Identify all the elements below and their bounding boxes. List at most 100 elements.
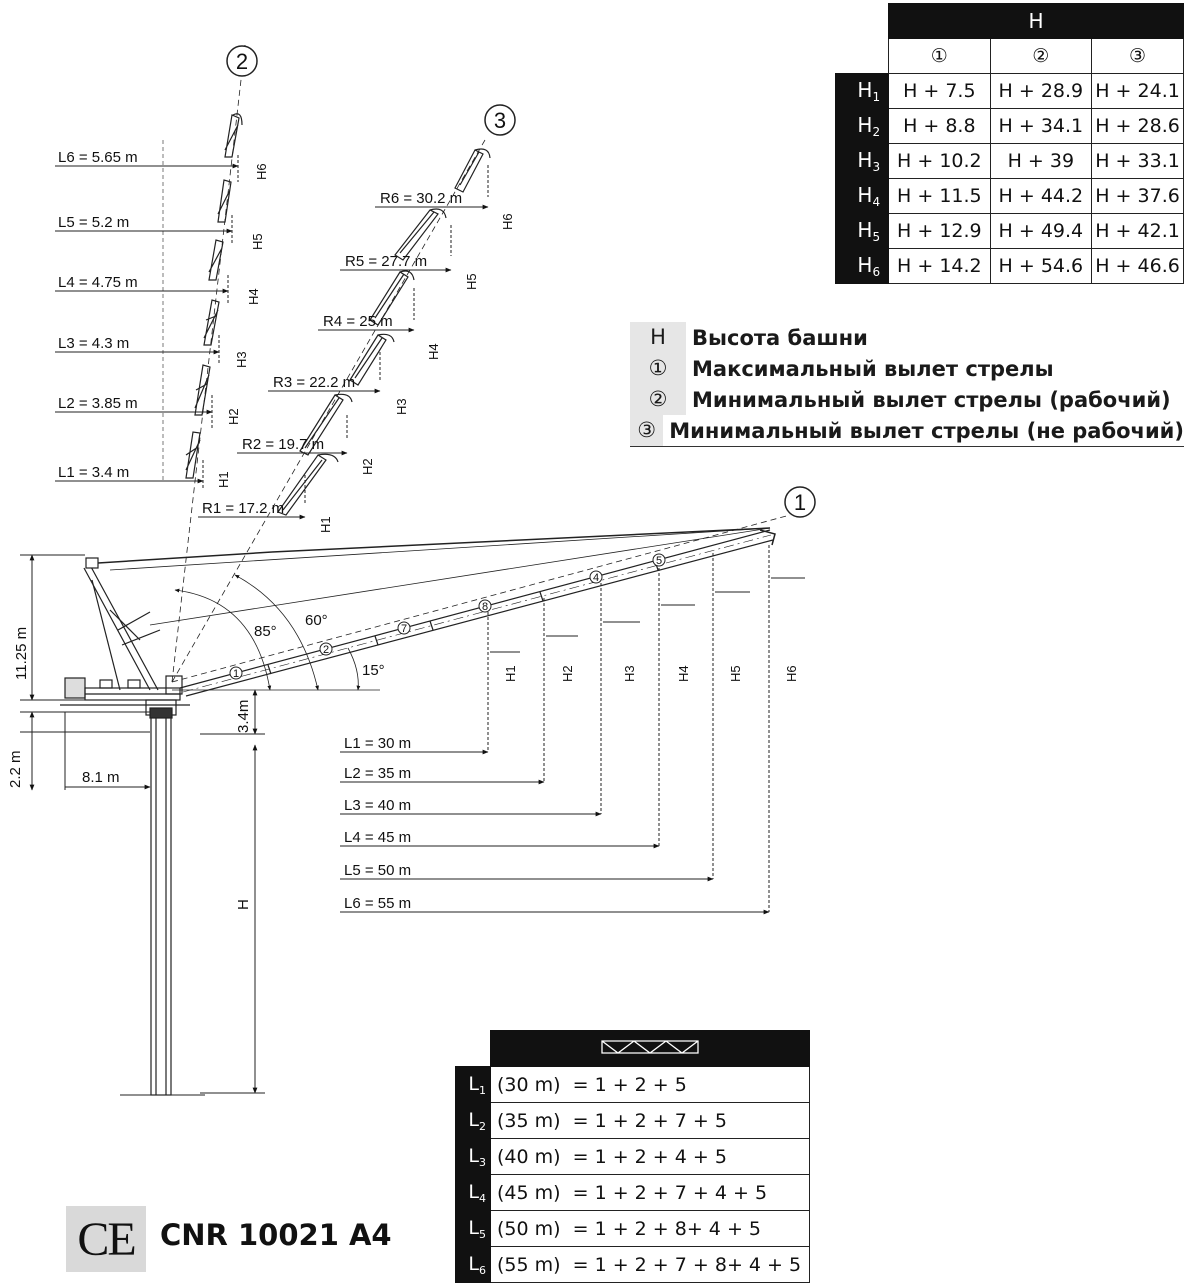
dim-r1: R1 = 17.2 m <box>202 500 284 517</box>
dim-r5: R5 = 27.7 m <box>345 253 427 270</box>
angle-labels: 85° 60° 15° <box>254 612 385 679</box>
table-row: L5 (50 m) = 1 + 2 + 8+ 4 + 5 <box>455 1210 810 1247</box>
section-number: 8 <box>482 601 488 613</box>
section-number: 5 <box>656 555 662 567</box>
dim-l6: L6 = 55 m <box>344 895 411 912</box>
label-h2-p3: H2 <box>360 458 375 475</box>
table-cell: (40 m) = 1 + 2 + 4 + 5 <box>490 1138 810 1175</box>
label-h5: H5 <box>728 665 743 682</box>
table-row: H1 H + 7.5 H + 28.9 H + 24.1 <box>834 73 1184 109</box>
position-3-label: 3 <box>494 108 506 133</box>
dim-jib-height: 11.25 m <box>13 627 30 680</box>
table-cell: H + 28.9 <box>989 73 1093 109</box>
table-row: L1 (30 m) = 1 + 2 + 5 <box>455 1066 810 1103</box>
dim-r2: R2 = 19.7 m <box>242 436 324 453</box>
table-cell: H + 28.6 <box>1091 108 1184 144</box>
legend-item: ② Минимальный вылет стрелы (рабочий) <box>630 384 1184 415</box>
dim-l5-short: L5 = 5.2 m <box>58 214 129 231</box>
legend-item: ① Максимальный вылет стрелы <box>630 353 1184 384</box>
dim-l2-short: L2 = 3.85 m <box>58 395 138 412</box>
legend-text: Максимальный вылет стрелы <box>692 356 1054 381</box>
crane-mast <box>83 557 161 691</box>
table-cell: H + 11.5 <box>888 178 991 214</box>
legend: H Высота башни ① Максимальный вылет стре… <box>630 322 1184 447</box>
base-dimensions <box>20 554 265 1094</box>
legend-item: H Высота башни <box>630 322 1184 353</box>
table-cell: (55 m) = 1 + 2 + 7 + 8+ 4 + 5 <box>490 1246 810 1283</box>
standard-label: CNR 10021 A4 <box>160 1218 392 1252</box>
table-row: L3 (40 m) = 1 + 2 + 4 + 5 <box>455 1138 810 1175</box>
table-cell: H + 49.4 <box>989 213 1093 249</box>
table-cell: H + 46.6 <box>1091 248 1184 284</box>
angle-85: 85° <box>254 623 277 640</box>
label-h3-p3: H3 <box>394 398 409 415</box>
table-row: H2 H + 8.8 H + 34.1 H + 28.6 <box>834 108 1184 144</box>
boom-composition-table: L1 (30 m) = 1 + 2 + 5 L2 (35 m) = 1 + 2 … <box>455 1030 810 1283</box>
tie-ropes <box>97 527 771 626</box>
boom-section-icon <box>490 1030 810 1067</box>
dim-r3: R3 = 22.2 m <box>273 374 355 391</box>
label-h4-p2: H4 <box>246 288 261 305</box>
table-cell: H + 7.5 <box>888 73 991 109</box>
dim-tower-height: H <box>235 899 252 910</box>
ce-mark: CE <box>66 1206 146 1272</box>
table-row: H6 H + 14.2 H + 54.6 H + 46.6 <box>834 248 1184 284</box>
legend-key: ③ <box>630 415 664 446</box>
table-cell: H + 54.6 <box>989 248 1093 284</box>
table-cell: H + 39 <box>989 143 1093 179</box>
boom-drop-lines <box>487 545 805 912</box>
table-row: H5 H + 12.9 H + 49.4 H + 42.1 <box>834 213 1184 249</box>
dim-l5: L5 = 50 m <box>344 862 411 879</box>
table-cell: H + 24.1 <box>1091 73 1184 109</box>
column-header: ② <box>989 38 1093 74</box>
label-h6-p3: H6 <box>500 213 515 230</box>
left-dimension-labels: L6 = 5.65 m L5 = 5.2 m L4 = 4.75 m L3 = … <box>58 149 138 481</box>
dim-slew-height: 3.4m <box>235 700 252 733</box>
angle-15: 15° <box>362 662 385 679</box>
boom-length-labels: L1 = 30 m L2 = 35 m L3 = 40 m L4 = 45 m … <box>344 735 411 912</box>
position-1-label: 1 <box>794 490 806 515</box>
dim-base-height: 2.2 m <box>7 750 24 788</box>
dim-l4-short: L4 = 4.75 m <box>58 274 138 291</box>
label-h1: H1 <box>503 665 518 682</box>
label-h6-p2: H6 <box>254 163 269 180</box>
boom-length-lines <box>340 749 770 915</box>
table-row: L2 (35 m) = 1 + 2 + 7 + 5 <box>455 1102 810 1139</box>
legend-item: ③ Минимальный вылет стрелы (не рабочий) <box>630 415 1184 446</box>
dim-l1: L1 = 30 m <box>344 735 411 752</box>
label-h5-p2: H5 <box>250 233 265 250</box>
height-labels-upper: H6 H5 H4 H3 H2 H1 H6 H5 H4 H3 H2 H1 <box>216 163 515 533</box>
boom-vertical-positions <box>185 113 243 479</box>
dim-l3-short: L3 = 4.3 m <box>58 335 129 352</box>
label-h2: H2 <box>560 665 575 682</box>
label-h2-p2: H2 <box>226 408 241 425</box>
label-h6: H6 <box>784 665 799 682</box>
table-cell: H + 8.8 <box>888 108 991 144</box>
height-table: H ① ② ③ H1 H + 7.5 H + 28.9 H + 24.1 H2 … <box>834 3 1184 284</box>
label-h3: H3 <box>622 665 637 682</box>
radius-dimension-lines <box>198 204 489 520</box>
base-dimension-labels: 11.25 m 3.4m 2.2 m 8.1 m H <box>7 627 252 910</box>
table-row: H4 H + 11.5 H + 44.2 H + 37.6 <box>834 178 1184 214</box>
table-row: H3 H + 10.2 H + 39 H + 33.1 <box>834 143 1184 179</box>
height-table-header: H <box>888 3 1184 39</box>
table-cell: H + 34.1 <box>989 108 1093 144</box>
height-labels-lower: H1 H2 H3 H4 H5 H6 <box>503 665 799 682</box>
table-cell: H + 44.2 <box>989 178 1093 214</box>
position-markers: 2 3 1 <box>226 45 816 518</box>
dim-l3: L3 = 40 m <box>344 797 411 814</box>
legend-key: ② <box>630 384 686 415</box>
table-cell: H + 14.2 <box>888 248 991 284</box>
height-markers-upper <box>202 155 489 505</box>
legend-text: Высота башни <box>692 325 868 350</box>
left-dimension-lines <box>55 140 239 484</box>
dim-r4: R4 = 25 m <box>323 313 393 330</box>
table-cell: H + 12.9 <box>888 213 991 249</box>
table-cell: H + 37.6 <box>1091 178 1184 214</box>
table-row: L6 (55 m) = 1 + 2 + 7 + 8+ 4 + 5 <box>455 1246 810 1283</box>
dim-counterjib: 8.1 m <box>82 769 120 786</box>
dim-l6-short: L6 = 5.65 m <box>58 149 138 166</box>
label-h4-p3: H4 <box>426 343 441 360</box>
section-number: 4 <box>593 572 599 584</box>
